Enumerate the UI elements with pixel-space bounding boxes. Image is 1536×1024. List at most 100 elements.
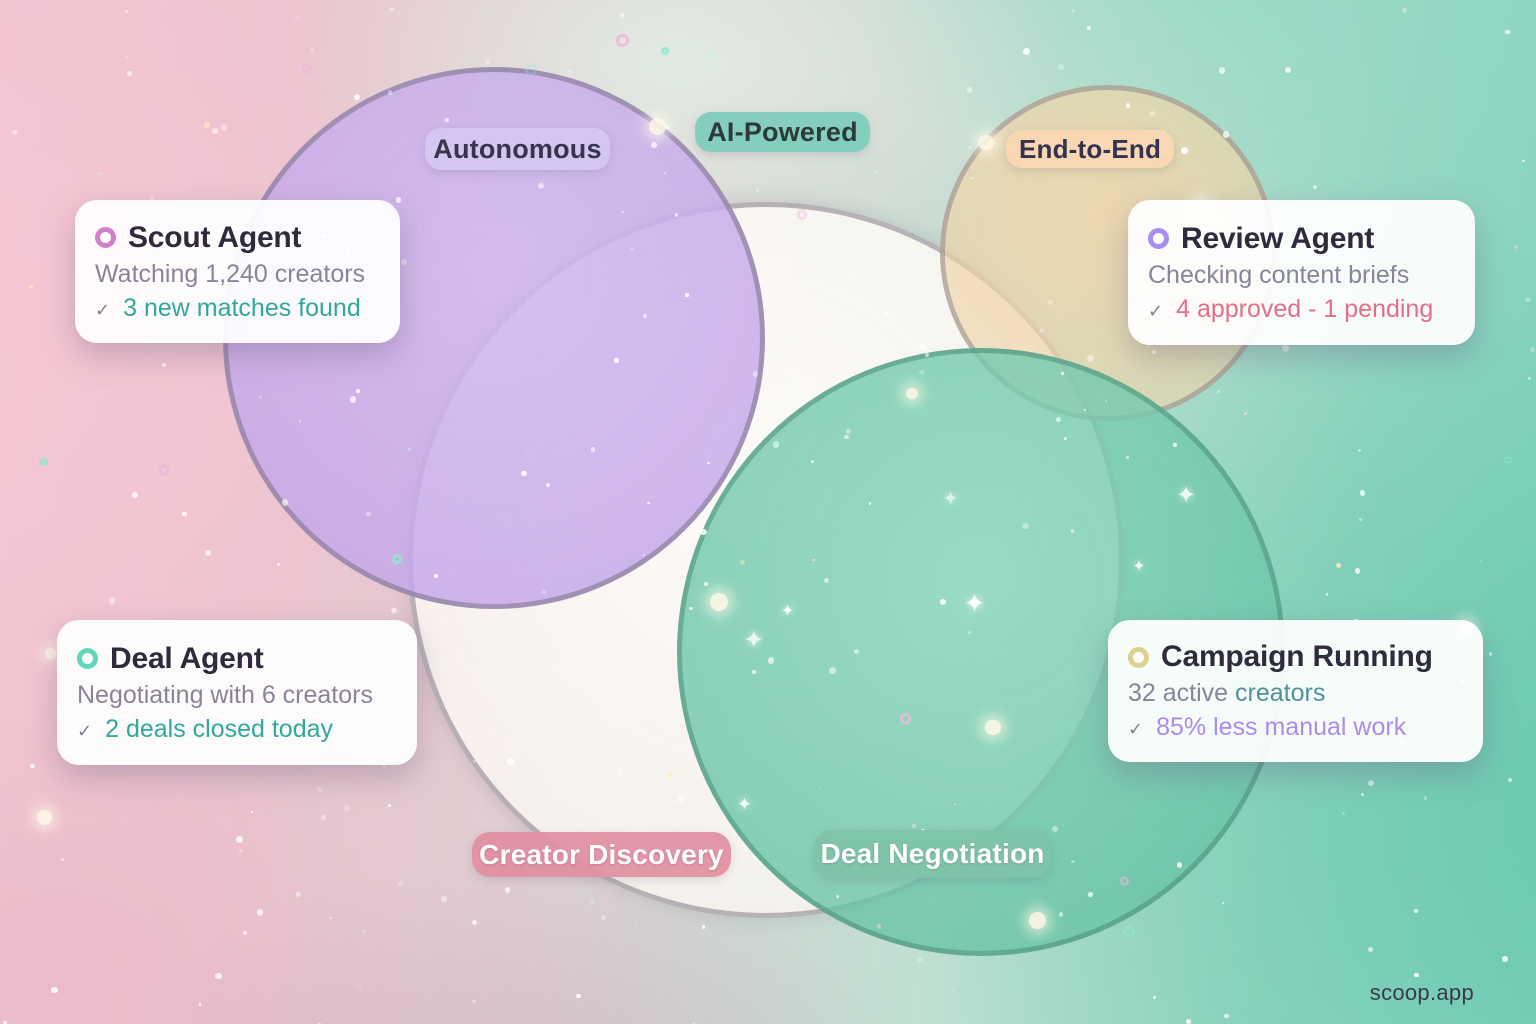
sparkle [504, 886, 511, 893]
card-subtitle: 32 active creators [1128, 679, 1326, 707]
sparkle [1312, 185, 1317, 190]
agent-card-campaign: Campaign Running 32 active creators ✓ 85… [1108, 620, 1483, 762]
sparkle [1224, 1013, 1229, 1019]
sparkle [329, 916, 333, 920]
sparkle [161, 362, 167, 368]
agent-card-review: Review Agent Checking content briefs ✓ 4… [1128, 200, 1475, 345]
sparkle [1488, 652, 1493, 656]
sparkle [1342, 812, 1346, 816]
sparkle [916, 956, 923, 964]
sparkle [969, 146, 972, 149]
sparkle [321, 815, 326, 820]
card-title: Campaign Running [1161, 640, 1433, 673]
sparkle [157, 463, 170, 476]
watermark-text: scoop.app [1369, 980, 1474, 1005]
sparkle [388, 804, 391, 808]
sparkle [51, 986, 58, 994]
sparkle [1087, 26, 1092, 30]
card-status: 85% less manual work [1156, 713, 1407, 741]
sparkle [1216, 389, 1220, 393]
agent-card-deal: Deal Agent Negotiating with 6 creators ✓… [57, 620, 417, 765]
sparkle [1479, 559, 1482, 562]
agent-status-dot-icon [1148, 228, 1169, 249]
sparkle [569, 70, 572, 73]
sparkle [1285, 67, 1291, 74]
sparkle [12, 129, 18, 136]
sparkle [590, 899, 595, 905]
sparkle [701, 925, 706, 930]
pill-end-to-end: End-to-End [1006, 130, 1174, 168]
sparkle [295, 892, 301, 897]
sparkle [1359, 490, 1366, 496]
sparkle [1357, 449, 1361, 453]
sparkle [1361, 793, 1365, 797]
sparkle [124, 55, 129, 60]
sparkle [235, 836, 243, 843]
sparkle [1218, 66, 1226, 74]
sparkle [1530, 346, 1535, 352]
sparkle [238, 849, 243, 854]
sparkle [30, 763, 35, 769]
sparkle [1186, 1019, 1191, 1024]
sparkle [343, 804, 351, 811]
sparkle [125, 9, 129, 13]
sparkle [1528, 376, 1532, 380]
sparkle [1402, 7, 1408, 13]
sparkle [317, 786, 322, 792]
sparkle [616, 34, 629, 48]
pill-label: Autonomous [433, 133, 602, 164]
sparkle [383, 765, 385, 767]
pill-label: Creator Discovery [479, 838, 724, 870]
sparkle [251, 810, 254, 813]
card-status: 4 approved - 1 pending [1176, 294, 1434, 323]
card-title: Scout Agent [128, 220, 302, 254]
sparkle [966, 86, 973, 93]
sparkle [1513, 245, 1518, 250]
sparkle [1525, 297, 1531, 303]
sparkle [472, 920, 478, 925]
sparkle [131, 491, 139, 498]
check-icon: ✓ [1148, 300, 1164, 321]
sparkle [710, 50, 717, 57]
sparkle [108, 597, 115, 604]
sparkle [1367, 947, 1373, 953]
sparkle [905, 71, 908, 74]
sparkle [666, 126, 669, 129]
sparkle [620, 12, 626, 18]
sparkle [1354, 568, 1361, 574]
sparkle [1325, 593, 1329, 597]
sparkle [391, 607, 397, 614]
sparkle [1123, 925, 1136, 938]
card-subtitle: Watching 1,240 creators [95, 259, 366, 288]
check-icon: ✓ [95, 299, 111, 320]
sparkle [441, 895, 448, 902]
check-icon: ✓ [77, 720, 93, 741]
sparkle [397, 880, 403, 886]
sparkle [1336, 562, 1341, 568]
sparkle [634, 924, 637, 927]
card-subtitle: Checking content briefs [1148, 260, 1410, 289]
sparkle [29, 882, 32, 884]
card-subtitle: Negotiating with 6 creators [77, 680, 373, 709]
card-status: 3 new matches found [123, 293, 361, 322]
sparkle [389, 7, 394, 12]
sparkle [1501, 955, 1509, 963]
sparkle [294, 15, 300, 21]
sparkle [1282, 345, 1289, 352]
sparkle [215, 972, 222, 980]
sparkle [1504, 455, 1514, 465]
sparkle [277, 563, 281, 567]
sparkle [301, 63, 312, 74]
sparkle [1414, 908, 1419, 913]
sparkle [660, 46, 669, 55]
card-title: Review Agent [1181, 221, 1375, 255]
pill-label: End-to-End [1018, 133, 1162, 164]
sparkle [952, 989, 955, 992]
sparkle [38, 700, 43, 705]
sparkle [1505, 29, 1510, 35]
pill-ai-powered: AI-Powered [695, 112, 870, 152]
sparkle [601, 915, 606, 921]
sparkle [1153, 996, 1157, 999]
sparkle [97, 172, 102, 176]
